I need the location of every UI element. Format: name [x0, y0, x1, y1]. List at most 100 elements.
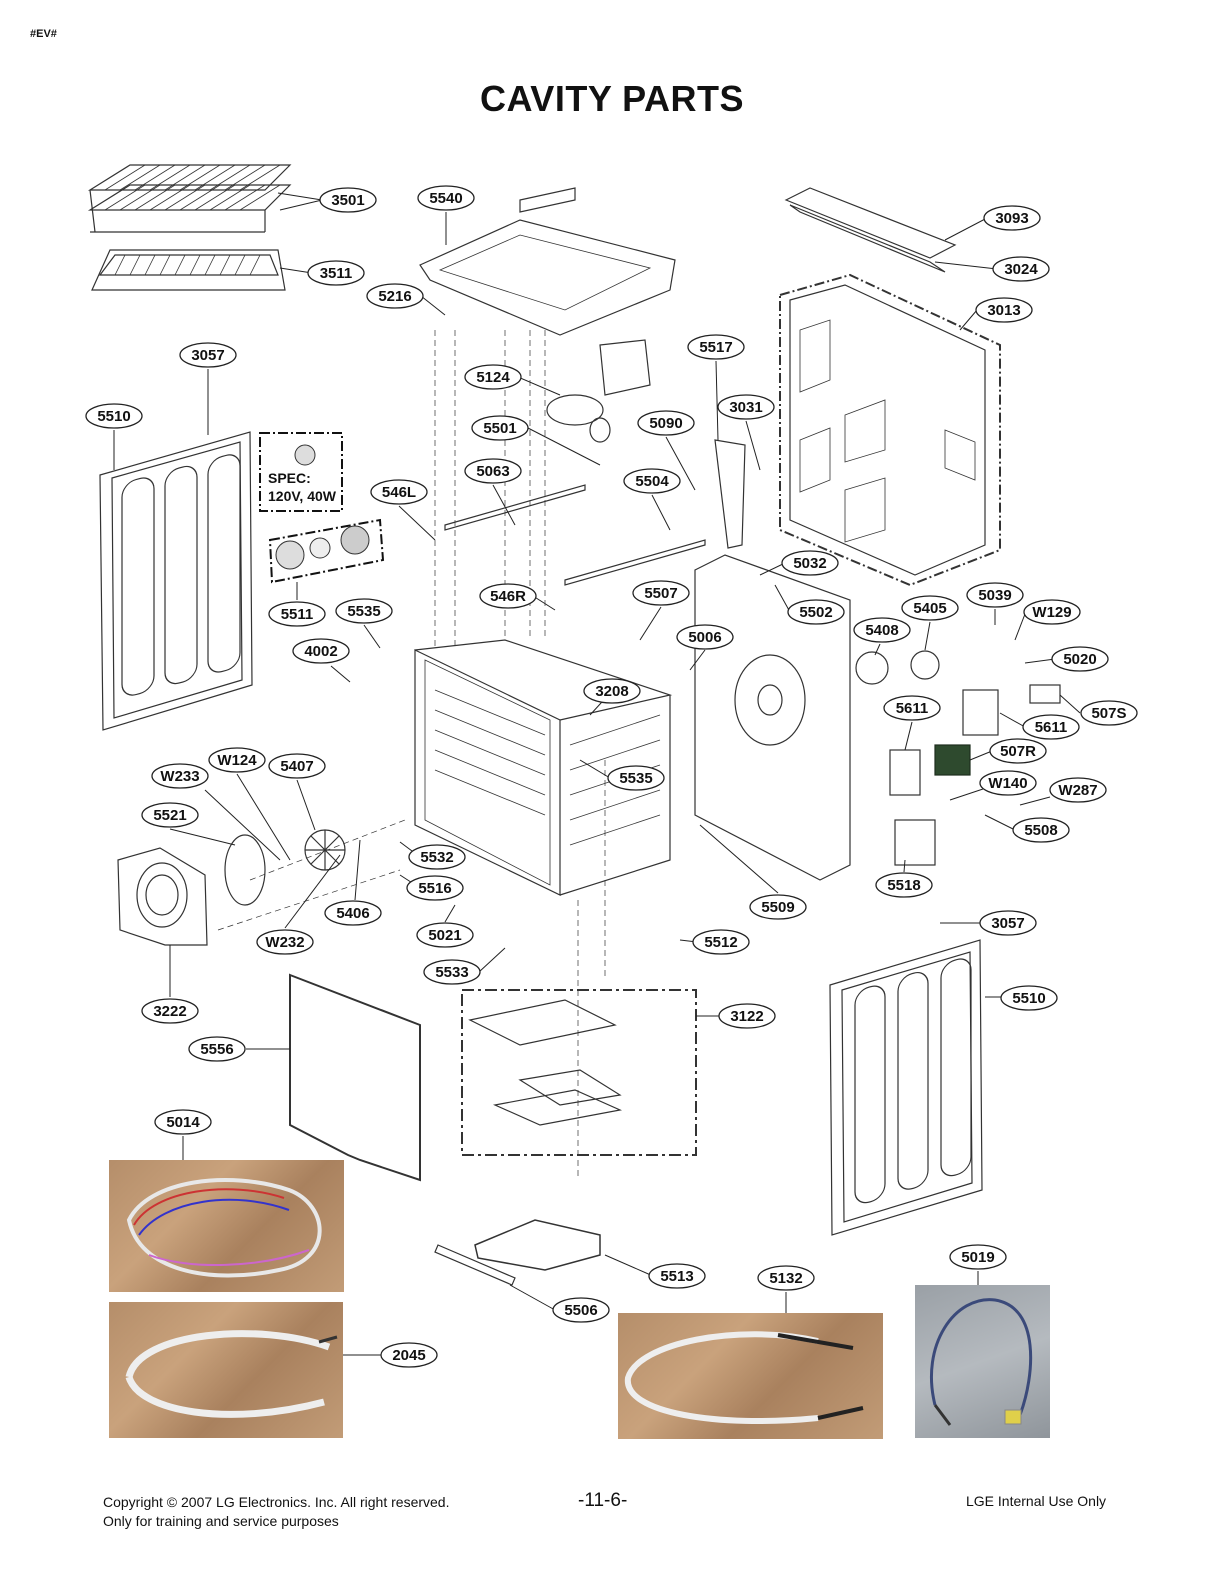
callout-w233: W233	[151, 763, 209, 789]
callout-3013: 3013	[975, 297, 1033, 323]
callout-part-number: 5517	[699, 339, 732, 356]
callout-part-number: 5508	[1024, 822, 1057, 839]
bake-element-group-box	[461, 989, 697, 1156]
callout-oval	[464, 364, 522, 390]
callout-part-number: 3031	[729, 399, 762, 416]
callout-5512: 5512	[692, 929, 750, 955]
document-tag: #EV#	[30, 28, 57, 40]
callout-oval	[179, 342, 237, 368]
vent-duct-drawing	[784, 187, 957, 273]
callout-part-number: 5532	[420, 849, 453, 866]
callout-oval	[607, 765, 665, 791]
callout-3057: 3057	[179, 342, 237, 368]
callout-5611: 5611	[1022, 714, 1080, 740]
spec-label: SPEC:	[268, 470, 311, 486]
callout-5406: 5406	[324, 900, 382, 926]
callout-3031: 3031	[717, 394, 775, 420]
callout-oval	[423, 959, 481, 985]
callout-part-number: W287	[1058, 782, 1097, 799]
callout-5506: 5506	[552, 1297, 610, 1323]
fan-cover-drawing	[117, 847, 208, 946]
callout-w140: W140	[979, 770, 1037, 796]
callout-5020: 5020	[1051, 646, 1109, 672]
callout-5516: 5516	[406, 875, 464, 901]
broil-element-drawing	[474, 1219, 601, 1271]
fan-blade-drawing	[304, 829, 346, 871]
callout-part-number: W233	[160, 768, 199, 785]
callout-3511: 3511	[307, 260, 365, 286]
callout-oval	[268, 601, 326, 627]
callout-oval	[292, 638, 350, 664]
callout-part-number: 3122	[730, 1008, 763, 1025]
callout-oval	[687, 334, 745, 360]
callout-part-number: 5032	[793, 555, 826, 572]
callout-oval	[324, 900, 382, 926]
callout-5407: 5407	[268, 753, 326, 779]
callout-3093: 3093	[983, 205, 1041, 231]
callout-5535: 5535	[607, 765, 665, 791]
bracket-drawing	[894, 819, 936, 866]
callout-5511: 5511	[268, 601, 326, 627]
callout-oval	[406, 875, 464, 901]
wire-harness-photo	[109, 1160, 344, 1292]
callout-part-number: 5406	[336, 905, 369, 922]
callout-part-number: W129	[1032, 604, 1071, 621]
callout-oval	[1012, 817, 1070, 843]
callout-part-number: 3222	[153, 1003, 186, 1020]
callout-3122: 3122	[718, 1003, 776, 1029]
callout-oval	[307, 260, 365, 286]
callout-5408: 5408	[853, 617, 911, 643]
callout-oval	[552, 1297, 610, 1323]
callout-part-number: 2045	[392, 1347, 425, 1364]
callout-part-number: 5124	[476, 369, 510, 386]
fan-ring-drawing	[224, 834, 266, 906]
oven-cavity-drawing	[414, 639, 673, 896]
callout-part-number: 546L	[382, 484, 416, 501]
callout-part-number: 3208	[595, 683, 628, 700]
callout-part-number: 3057	[991, 915, 1024, 932]
oven-rack-drawing	[87, 164, 292, 233]
lamp-assembly-box	[268, 518, 385, 584]
callout-part-number: 5019	[961, 1249, 994, 1266]
callout-oval	[949, 1244, 1007, 1270]
bake-element-drawing	[468, 999, 623, 1126]
callout-part-number: 5408	[865, 622, 898, 639]
sensor-wire-photo	[618, 1313, 883, 1439]
callout-507r: 507R	[989, 738, 1047, 764]
callout-oval	[875, 872, 933, 898]
callout-5019: 5019	[949, 1244, 1007, 1270]
callout-part-number: 5506	[564, 1302, 597, 1319]
page-number: -11-6-	[578, 1490, 628, 1511]
callout-w287: W287	[1049, 777, 1107, 803]
callout-5611: 5611	[883, 695, 941, 721]
callout-5508: 5508	[1012, 817, 1070, 843]
callout-5032: 5032	[781, 550, 839, 576]
left-side-panel-drawing	[99, 431, 253, 731]
gliding-rack-drawing	[91, 249, 286, 291]
callout-oval	[648, 1263, 706, 1289]
callout-part-number: 5521	[153, 807, 186, 824]
chassis-plate-drawing	[694, 554, 851, 881]
callout-oval	[1000, 985, 1058, 1011]
copyright-text: Copyright © 2007 LG Electronics. Inc. Al…	[103, 1494, 450, 1510]
callout-5132: 5132	[757, 1265, 815, 1291]
callout-part-number: 3013	[987, 302, 1020, 319]
callout-oval	[989, 738, 1047, 764]
callout-5216: 5216	[366, 283, 424, 309]
callout-w129: W129	[1023, 599, 1081, 625]
callout-oval	[188, 1036, 246, 1062]
callout-oval	[883, 695, 941, 721]
callout-oval	[208, 747, 266, 773]
callout-oval	[749, 894, 807, 920]
callout-2045: 2045	[380, 1342, 438, 1368]
callout-oval	[154, 1109, 212, 1135]
door-gasket-drawing	[289, 973, 421, 1182]
callout-part-number: 5512	[704, 934, 737, 951]
callout-oval	[141, 802, 199, 828]
motor-drawing	[910, 650, 940, 680]
callout-oval	[256, 929, 314, 955]
right-side-panel-drawing	[829, 939, 983, 1236]
callout-part-number: 5090	[649, 415, 682, 432]
callout-5124: 5124	[464, 364, 522, 390]
